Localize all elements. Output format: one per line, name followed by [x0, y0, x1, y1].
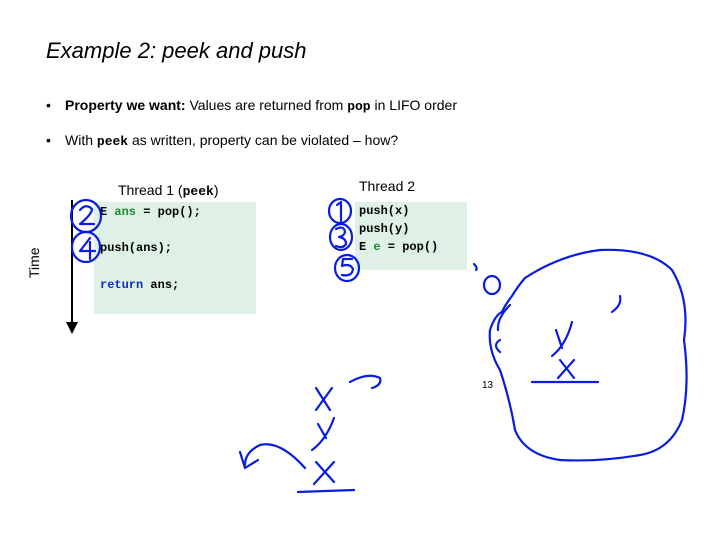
code-text: push(y) [359, 222, 410, 236]
thread2-code-box: push(x) push(y) E e = pop() [355, 202, 467, 270]
code-keyword: return [100, 278, 144, 292]
bullet-text: in LIFO order [370, 97, 457, 113]
code-marker: E [100, 205, 115, 219]
ink-underline [296, 488, 356, 494]
code-line: return ans; [100, 276, 179, 294]
page-number: 13 [482, 380, 494, 391]
code-text: push(ans); [100, 241, 173, 255]
ink-stroke [348, 374, 382, 390]
thread1-code-box: E ans = pop(); push(ans); return ans; [94, 202, 256, 314]
thread1-label-code: peek [182, 184, 214, 199]
code-line: E ans = pop(); [100, 203, 201, 221]
thread1-label: Thread 1 (peek) [118, 182, 218, 199]
thread1-label-text: Thread 1 ( [118, 182, 183, 198]
slide-title: Example 2: peek and push [46, 38, 307, 63]
ink-arrow-curve [243, 443, 307, 470]
bullet-text: Values are returned from [185, 97, 348, 113]
code-line: push(y) [359, 220, 409, 238]
bullet-property: • Property we want: Values are returned f… [46, 97, 457, 114]
bullet-code: peek [96, 134, 129, 149]
code-text: = pop(); [136, 205, 201, 219]
code-text: push(x) [359, 204, 410, 218]
code-line: push(x) [359, 202, 409, 220]
code-variable: ans [114, 205, 137, 219]
ink-letter-x [314, 386, 334, 412]
code-text: = pop() [380, 240, 439, 254]
thread2-label: Thread 2 [359, 178, 416, 194]
ink-thought-circle [482, 274, 502, 296]
ink-circle-4 [70, 230, 102, 264]
ink-stroke [610, 294, 622, 314]
code-line: push(ans); [100, 239, 172, 257]
bullet-dot: • [46, 97, 51, 113]
ink-face-stroke [496, 303, 512, 332]
bullet-bold-text: Property we want: [65, 97, 186, 113]
bullet-peek: • With peek as written, property can be v… [46, 132, 398, 149]
bullet-dot: • [46, 132, 51, 148]
thread1-label-text: ) [213, 182, 219, 198]
ink-letter-x [556, 358, 576, 380]
ink-letter-y [310, 416, 336, 452]
bullet-code: pop [347, 99, 371, 114]
code-variable: e [373, 240, 381, 254]
bullet-text: With [65, 132, 97, 148]
ink-circle-5 [333, 253, 361, 283]
ink-circle-1 [327, 197, 353, 225]
bullet-text: as written, property can be violated – h… [128, 132, 399, 148]
ink-letter-y [550, 320, 574, 358]
ink-thought-dot [472, 262, 478, 272]
code-line: E e = pop() [359, 238, 438, 256]
ink-head-outline [488, 248, 688, 462]
ink-letter-x [312, 460, 336, 486]
ink-circle-3 [328, 222, 354, 252]
ink-face-stroke [494, 338, 502, 354]
ink-arrow-head [238, 450, 260, 470]
code-marker: E [359, 240, 374, 254]
code-text: ans; [143, 278, 180, 292]
ink-circle-2 [69, 198, 103, 234]
